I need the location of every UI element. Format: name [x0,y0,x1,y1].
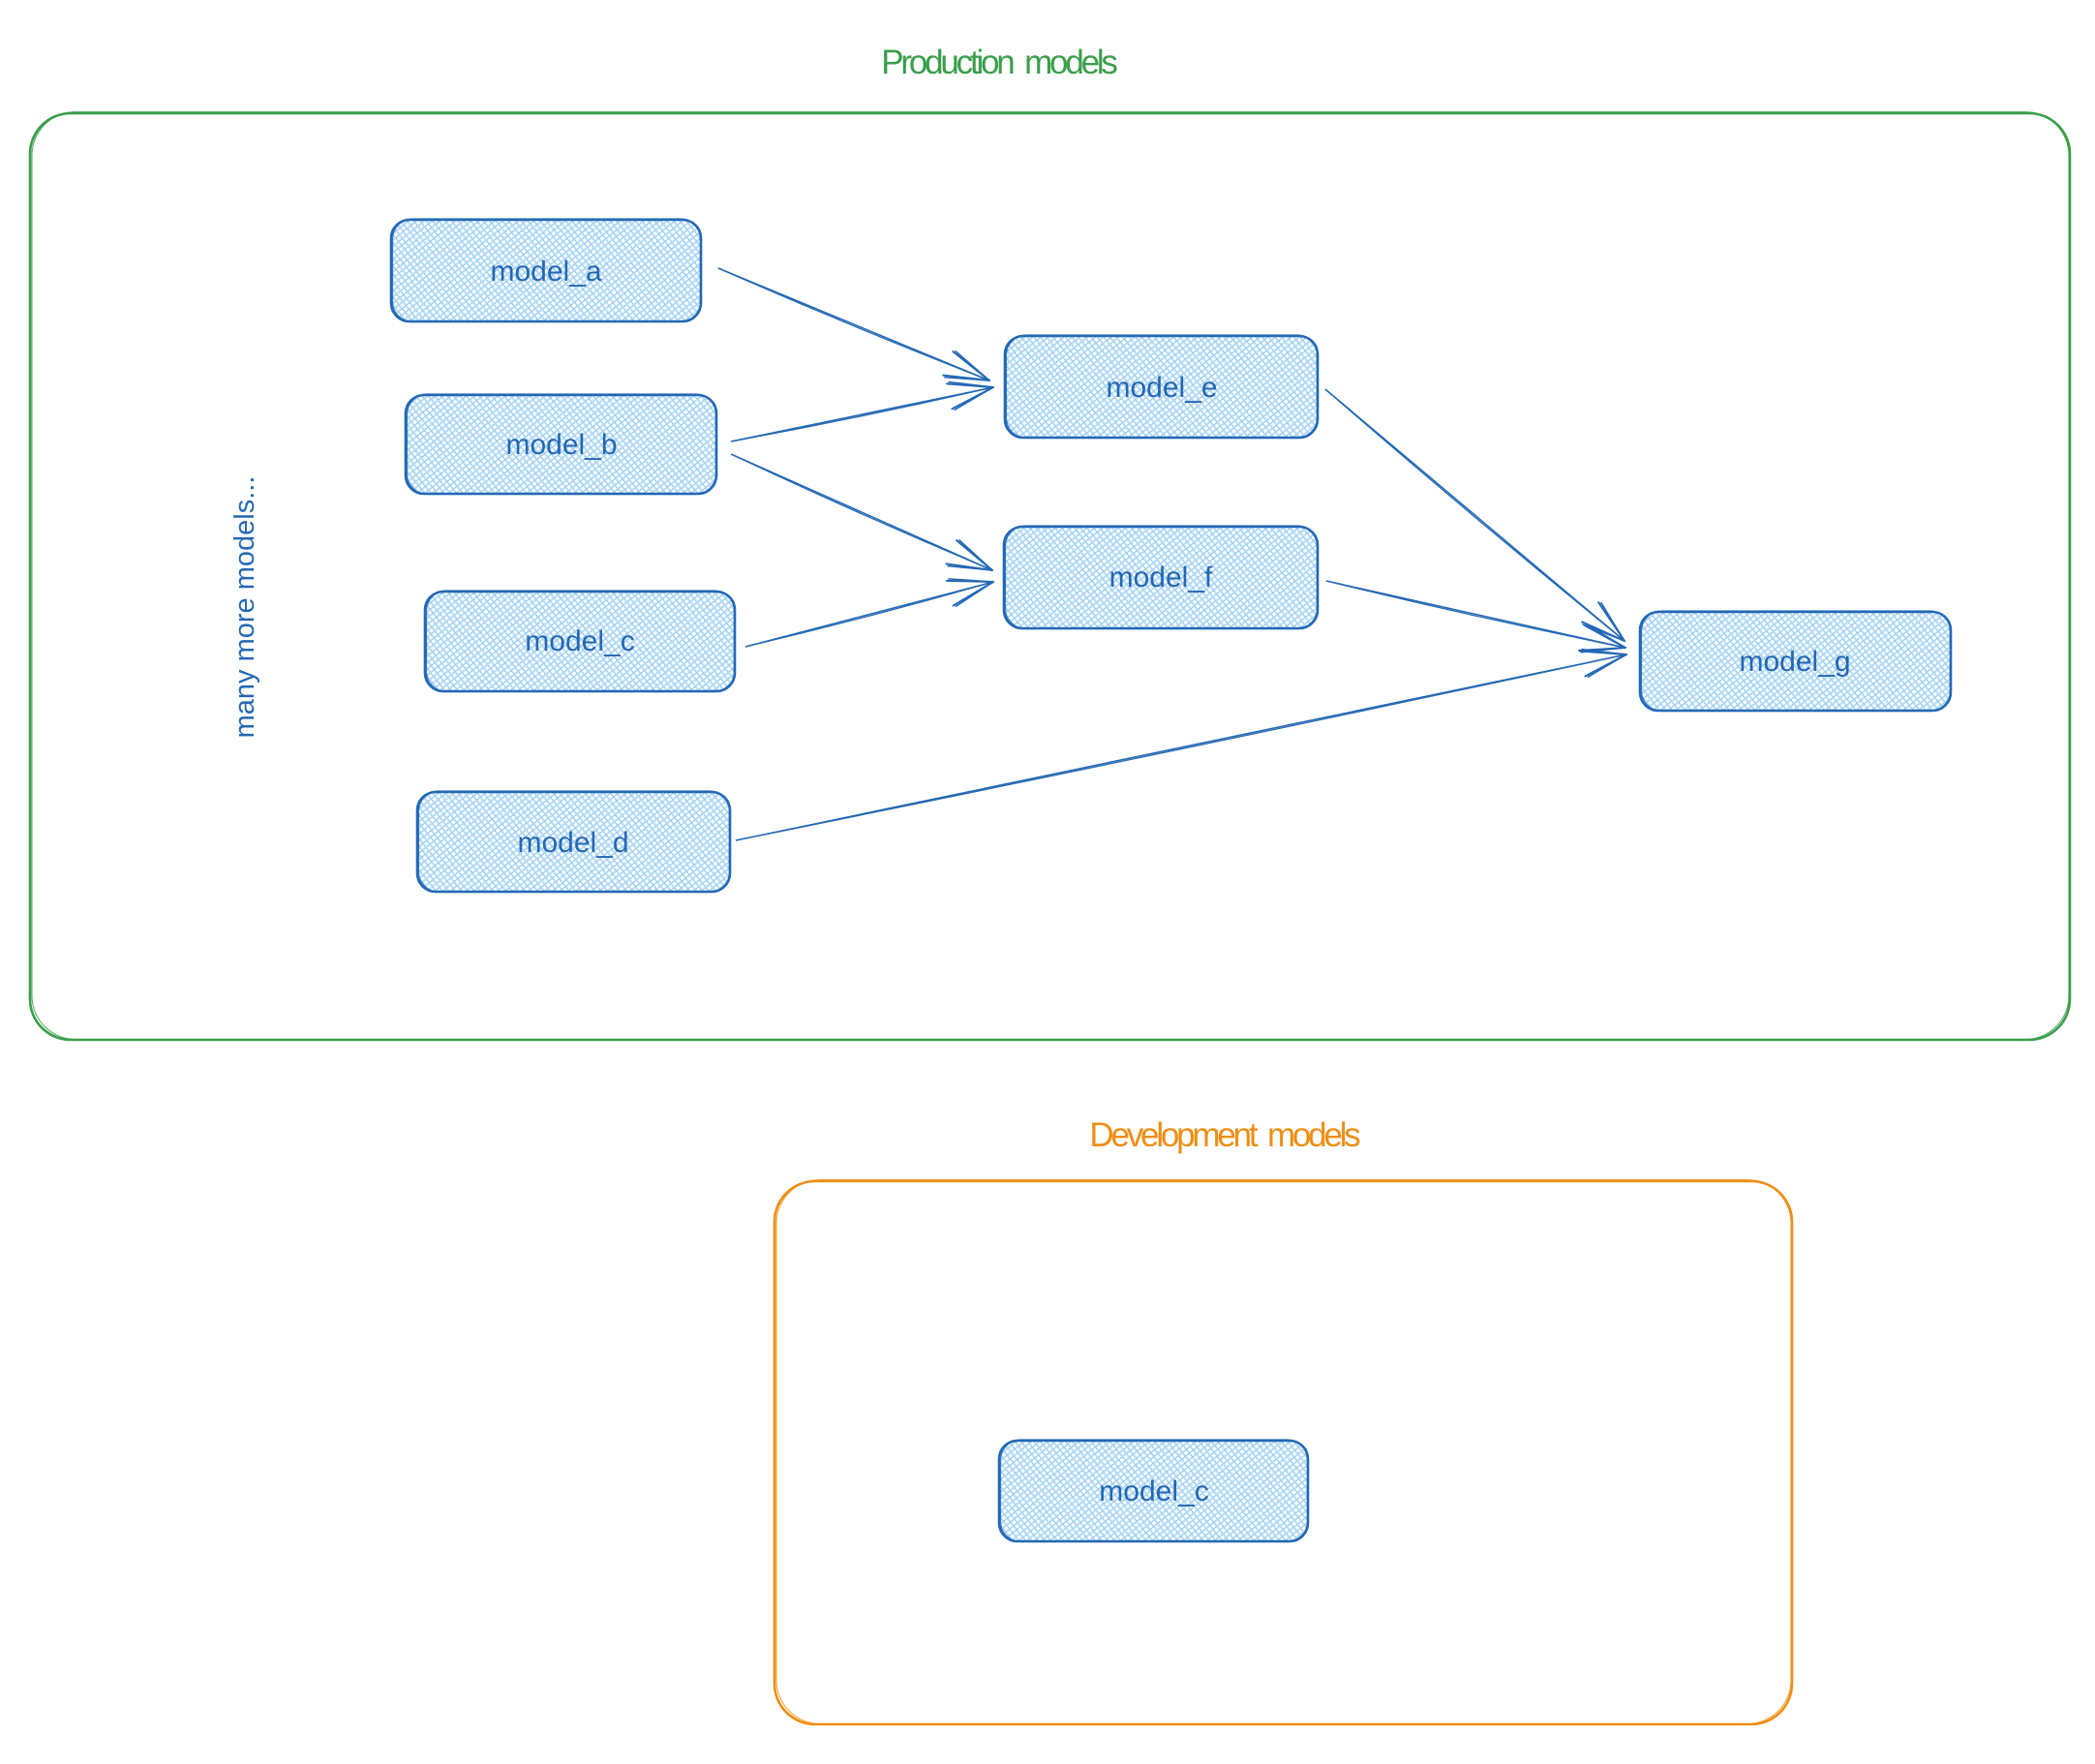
svg-text:model_b: model_b [505,429,617,461]
svg-text:model_e: model_e [1106,372,1217,404]
svg-text:many more models...: many more models... [229,476,260,739]
svg-text:Production models: Production models [881,44,1117,81]
svg-text:Development models: Development models [1089,1116,1360,1154]
svg-text:model_f: model_f [1109,562,1213,593]
svg-text:model_a: model_a [490,256,601,288]
svg-text:model_g: model_g [1739,646,1850,678]
svg-text:model_c: model_c [525,625,634,657]
svg-text:model_d: model_d [517,827,628,859]
svg-text:model_c: model_c [1099,1475,1208,1507]
